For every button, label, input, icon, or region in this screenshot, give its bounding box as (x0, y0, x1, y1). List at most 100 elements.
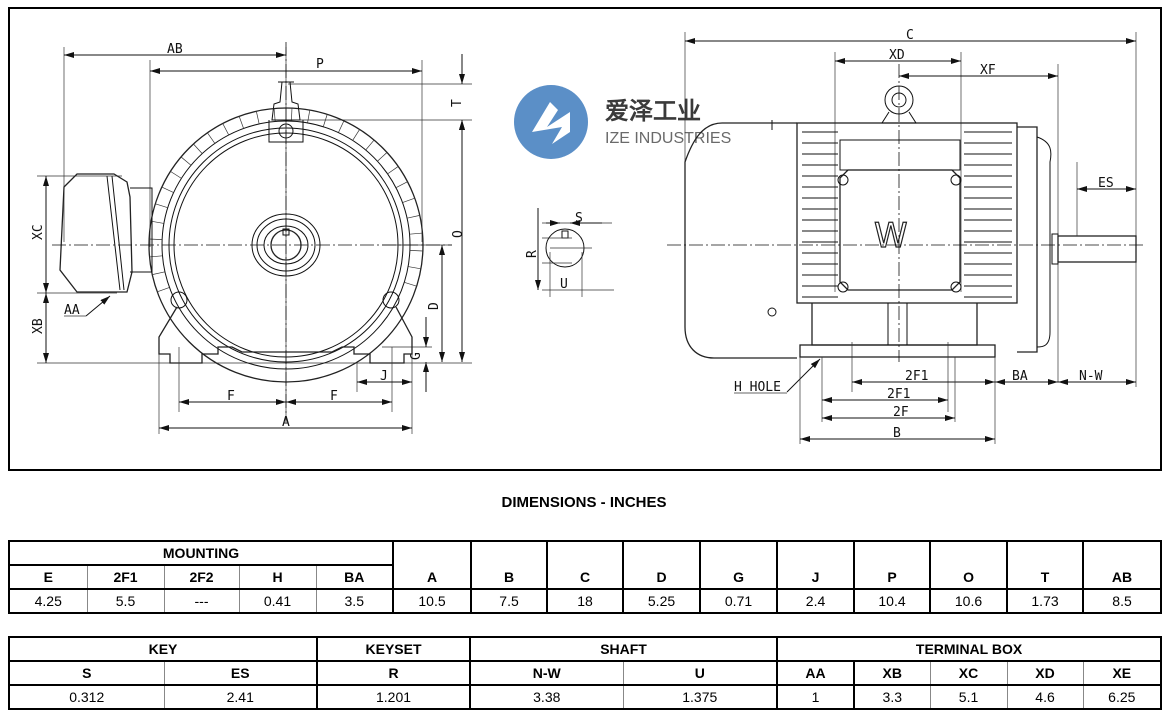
col-header-ba: BA (315, 564, 394, 590)
cell-2f1: 5.5 (86, 588, 165, 614)
fin-rib (155, 203, 168, 209)
label-f-right: F (330, 389, 338, 404)
fin-rib (207, 132, 216, 144)
dimensions-table-key-shaft-terminal: KEY KEYSET SHAFT TERMINAL BOX S ES R N-W… (7, 636, 1163, 710)
dimensions-table-main: MOUNTING A B C D G J P O T AB E 2F1 2F2 … (8, 540, 1163, 614)
motor-dimension-drawing: AB P T O D G XC XB AA (31, 28, 1144, 444)
cell-b: 7.5 (470, 588, 549, 614)
col-header-j: J (776, 540, 856, 590)
front-view: AB P T O D G XC XB AA (31, 42, 472, 434)
cell-xc: 5.1 (929, 684, 1008, 710)
fin-rib (338, 120, 345, 133)
cell-xe: 6.25 (1082, 684, 1162, 710)
key-detail-view: S R U (525, 208, 614, 297)
col-header-s: S (8, 660, 165, 686)
label-ba: BA (1012, 369, 1028, 384)
fin-rib (322, 114, 328, 127)
label-g: G (409, 352, 424, 360)
cell-o: 10.6 (929, 588, 1009, 614)
cell-j: 2.4 (776, 588, 856, 614)
fin-rib (149, 238, 163, 240)
table-row-values: 4.25 5.5 --- 0.41 3.5 10.5 7.5 18 5.25 0… (8, 588, 1163, 614)
col-header-t: T (1006, 540, 1085, 590)
col-header-b: B (470, 540, 549, 590)
fin-rib (238, 116, 244, 129)
group-mounting: MOUNTING (8, 540, 394, 566)
col-header-p: P (853, 540, 932, 590)
cell-es: 2.41 (163, 684, 318, 710)
fin-rib (365, 139, 375, 151)
label-2f: 2F (893, 405, 909, 420)
fin-rib (161, 186, 174, 193)
col-header-2f2: 2F2 (163, 564, 240, 590)
fin-rib (170, 171, 182, 179)
col-header-c: C (546, 540, 625, 590)
group-terminal-box: TERMINAL BOX (776, 636, 1163, 662)
cell-2f2: --- (163, 588, 240, 614)
cell-u: 1.375 (622, 684, 778, 710)
col-header-es: ES (163, 660, 318, 686)
label-o: O (451, 230, 466, 238)
col-header-u: U (622, 660, 778, 686)
fin-rib (157, 287, 170, 293)
cell-a: 10.5 (392, 588, 473, 614)
fin-rib (409, 232, 423, 235)
fin-rib (387, 166, 399, 175)
cell-h: 0.41 (238, 588, 317, 614)
label-2f1-lower: 2F1 (887, 387, 910, 402)
cell-t: 1.73 (1006, 588, 1085, 614)
label-ab: AB (167, 42, 183, 57)
label-xd: XD (889, 48, 905, 63)
page-title: DIMENSIONS - INCHES (501, 494, 667, 511)
label-j: J (380, 369, 388, 384)
fin-rib (307, 110, 311, 123)
cell-s: 0.312 (8, 684, 165, 710)
cooling-fins (802, 131, 1012, 298)
logo-chinese-name: 爱泽工业 (605, 97, 701, 125)
group-keyset: KEYSET (316, 636, 472, 662)
col-header-a: A (392, 540, 473, 590)
label-es: ES (1098, 176, 1114, 191)
col-header-xe: XE (1082, 660, 1162, 686)
col-header-ab: AB (1082, 540, 1163, 590)
label-xf: XF (980, 63, 996, 78)
fin-rib (291, 108, 293, 122)
group-key: KEY (7, 636, 319, 662)
fin-rib (149, 255, 163, 258)
cell-ba: 3.5 (315, 588, 394, 614)
fin-rib (180, 156, 192, 166)
label-n-w: N-W (1079, 369, 1103, 384)
label-p: P (316, 57, 324, 72)
col-header-r: R (316, 660, 472, 686)
cell-ab: 8.5 (1082, 588, 1163, 614)
cell-n-w: 3.38 (469, 684, 624, 710)
fin-rib (222, 123, 230, 136)
col-header-aa: AA (776, 660, 856, 686)
label-h-hole: H HOLE (734, 380, 781, 395)
col-header-xd: XD (1006, 660, 1084, 686)
cell-xb: 3.3 (853, 684, 931, 710)
col-header-d: D (622, 540, 702, 590)
label-c: C (906, 28, 914, 43)
fin-rib (404, 281, 417, 287)
fin-rib (406, 215, 420, 219)
fin-rib (408, 266, 421, 270)
fin-rib (402, 197, 415, 203)
cell-d: 5.25 (622, 588, 702, 614)
table-row-values: 0.312 2.41 1.201 3.38 1.375 1 3.3 5.1 4.… (8, 684, 1162, 710)
cell-g: 0.71 (699, 588, 779, 614)
brand-mark-w: W (874, 216, 908, 256)
col-header-h: H (238, 564, 317, 590)
fin-rib (409, 250, 423, 252)
label-f-left: F (227, 389, 235, 404)
fin-rib (395, 181, 408, 189)
col-header-xc: XC (929, 660, 1008, 686)
group-shaft: SHAFT (469, 636, 779, 662)
cell-p: 10.4 (853, 588, 932, 614)
col-header-e: E (8, 564, 88, 590)
label-s: S (575, 211, 583, 226)
logo-emblem-icon (514, 85, 588, 159)
label-xc: XC (31, 224, 46, 240)
col-header-n-w: N-W (469, 660, 624, 686)
side-view: C XD XF W ES (667, 28, 1144, 444)
